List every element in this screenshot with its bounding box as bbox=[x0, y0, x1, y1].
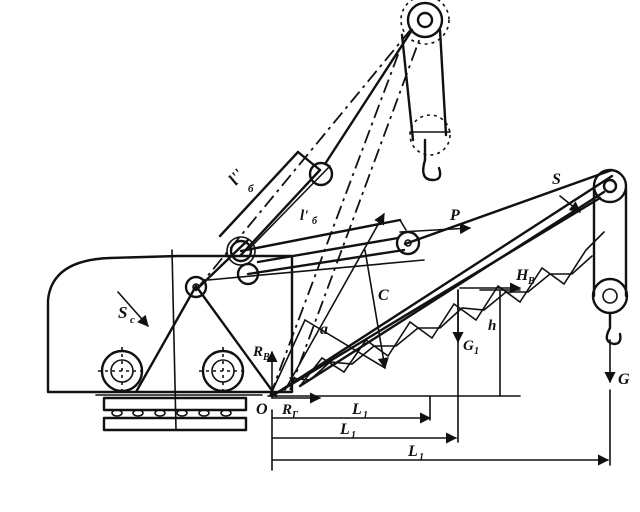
inclined-cylinder bbox=[218, 150, 334, 266]
label-h: h bbox=[488, 318, 496, 334]
lattice-boom bbox=[270, 168, 628, 398]
label-g1-sub: 1 bbox=[474, 346, 479, 357]
label-l1-bot: L bbox=[407, 443, 418, 460]
pendant-lines bbox=[194, 28, 614, 292]
dimension-lines bbox=[267, 289, 611, 471]
label-l1-top-sub: 1 bbox=[363, 410, 368, 421]
mast bbox=[195, 0, 451, 397]
a-frame bbox=[134, 275, 278, 398]
label-l1-mid-sub: 1 bbox=[351, 430, 356, 441]
label-ld-single-sub: б bbox=[312, 216, 318, 227]
force-lines bbox=[117, 195, 616, 404]
label-ld-single: l' bbox=[300, 208, 308, 224]
label-sc-sub: c bbox=[130, 314, 135, 326]
label-hb: H bbox=[515, 267, 529, 284]
label-sc: S bbox=[118, 303, 127, 322]
label-g1: G bbox=[463, 338, 474, 354]
label-hb-sub: B bbox=[527, 276, 535, 287]
label-rb: R bbox=[252, 344, 263, 360]
label-rg: R bbox=[281, 402, 292, 418]
label-g: G bbox=[618, 371, 630, 388]
label-s: S bbox=[552, 171, 561, 188]
label-ld-double-sub: б bbox=[248, 183, 254, 195]
label-l1-mid: L bbox=[339, 421, 350, 438]
right-drum bbox=[199, 347, 247, 395]
label-l1-top: L bbox=[351, 401, 362, 418]
label-rb-sub: B bbox=[262, 352, 270, 363]
label-c: C bbox=[378, 287, 389, 304]
boom-pulleys bbox=[229, 218, 421, 286]
label-p: P bbox=[449, 207, 460, 224]
label-o: O bbox=[256, 401, 268, 418]
label-rg-sub: Г bbox=[291, 410, 299, 421]
track-base bbox=[95, 394, 263, 432]
label-ld-double: l'' bbox=[225, 165, 249, 188]
hook-block bbox=[591, 186, 629, 346]
housing-axis-line bbox=[171, 249, 177, 431]
label-l1-bot-sub: 1 bbox=[419, 452, 424, 463]
machine-body bbox=[46, 254, 294, 394]
label-a: a bbox=[320, 321, 328, 338]
left-drum bbox=[98, 347, 146, 395]
